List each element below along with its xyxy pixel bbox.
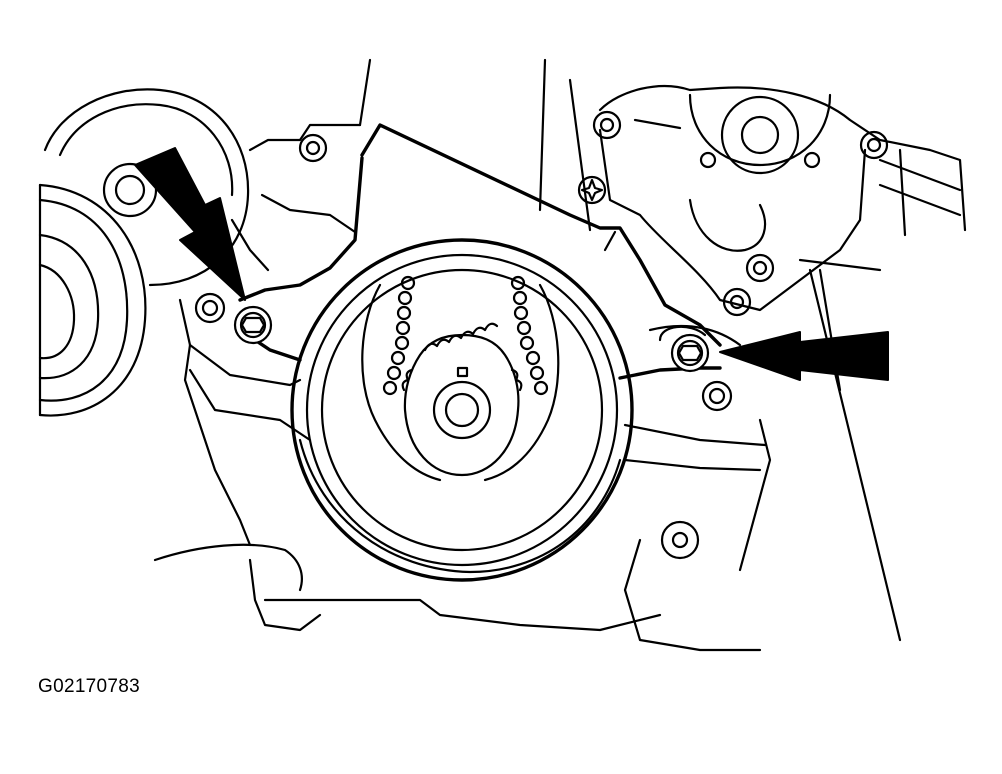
callout-arrow-right <box>719 331 889 381</box>
timing-belt-cover <box>188 123 767 472</box>
target-bolt-right <box>658 325 710 373</box>
target-bolt-left <box>233 305 273 345</box>
callout-arrow-left <box>134 147 246 301</box>
water-pump-housing <box>598 84 967 312</box>
timing-belt-teeth <box>382 275 549 396</box>
crankshaft-pulley <box>290 238 634 582</box>
crankshaft-sprocket <box>401 322 523 477</box>
housing-bolts <box>194 110 889 560</box>
accessory-pulley <box>38 183 147 417</box>
figure-code-label: G02170783 <box>38 676 141 697</box>
